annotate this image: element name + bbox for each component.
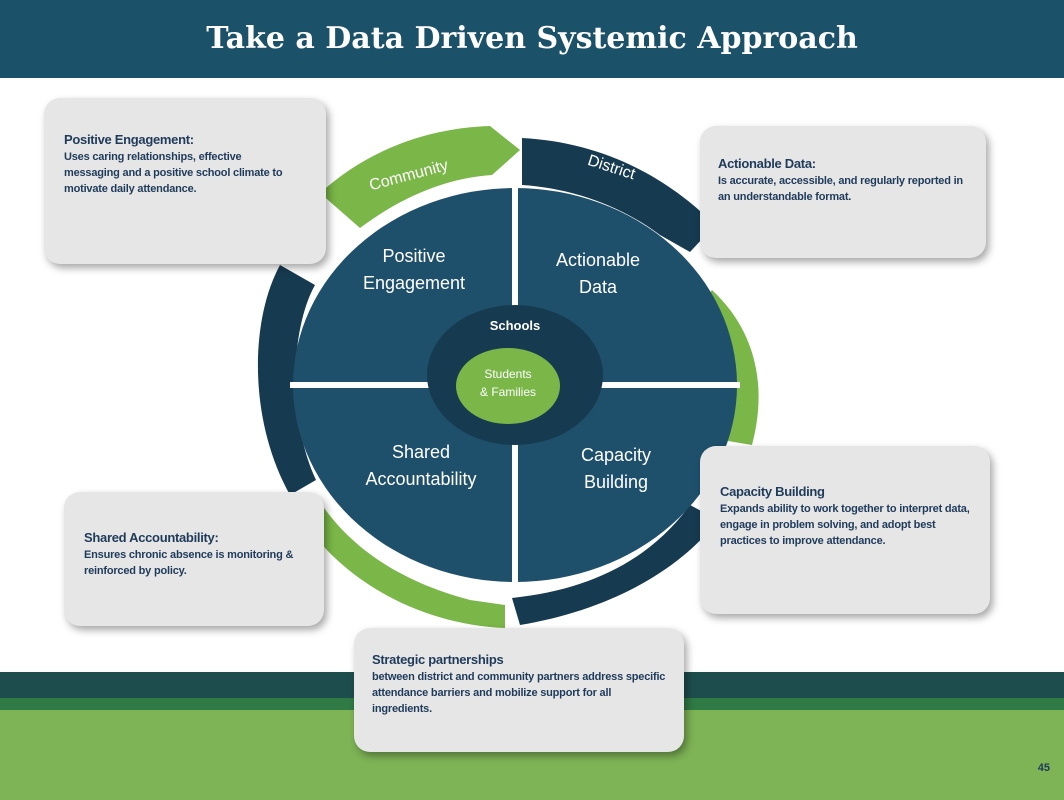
callout-shared-accountability: Shared Accountability: Ensures chronic a… [64, 492, 324, 626]
slide-title: Take a Data Driven Systemic Approach [206, 21, 858, 56]
quadrant-label-positive-engagement-line2: Engagement [363, 273, 465, 293]
callout-body: Is accurate, accessible, and regularly r… [718, 175, 963, 203]
callout-heading: Capacity Building [720, 484, 825, 499]
core-label-line2: & Families [480, 385, 536, 399]
callout-body: Ensures chronic absence is monitoring & … [84, 549, 294, 577]
students-families-core [456, 348, 560, 424]
callout-heading: Shared Accountability: [84, 530, 219, 545]
core-label-line1: Students [484, 367, 531, 381]
callout-capacity-building: Capacity Building Expands ability to wor… [700, 446, 990, 614]
quadrant-label-actionable-data-line2: Data [579, 277, 618, 297]
callout-actionable-data: Actionable Data: Is accurate, accessible… [700, 126, 986, 258]
callout-heading: Actionable Data: [718, 156, 816, 171]
schools-label: Schools [490, 318, 541, 333]
ring-segment-bottom-right [512, 505, 718, 625]
title-bar [0, 0, 1064, 78]
callout-body: Uses caring relationships, effective mes… [64, 151, 283, 195]
quadrant-label-actionable-data-line1: Actionable [556, 250, 640, 270]
quadrant-label-capacity-building-line2: Building [584, 472, 648, 492]
callout-heading: Strategic partnerships [372, 652, 504, 667]
page-number: 45 [1037, 762, 1050, 774]
callout-body: between district and community partners … [372, 671, 666, 715]
ring-segment-community [320, 126, 520, 228]
callout-strategic-partnerships: Strategic partnerships between district … [354, 628, 684, 752]
ring-segment-district [522, 138, 715, 252]
callout-body: Expands ability to work together to inte… [720, 503, 970, 547]
quadrant-label-shared-accountability-line2: Accountability [365, 469, 476, 489]
quadrant-label-positive-engagement-line1: Positive [382, 246, 445, 266]
callout-heading: Positive Engagement: [64, 132, 194, 147]
quadrant-label-shared-accountability-line1: Shared [392, 442, 450, 462]
callout-positive-engagement: Positive Engagement: Uses caring relatio… [44, 98, 326, 264]
ring-segment-bottom-left [318, 505, 505, 628]
quadrant-label-capacity-building-line1: Capacity [581, 445, 651, 465]
